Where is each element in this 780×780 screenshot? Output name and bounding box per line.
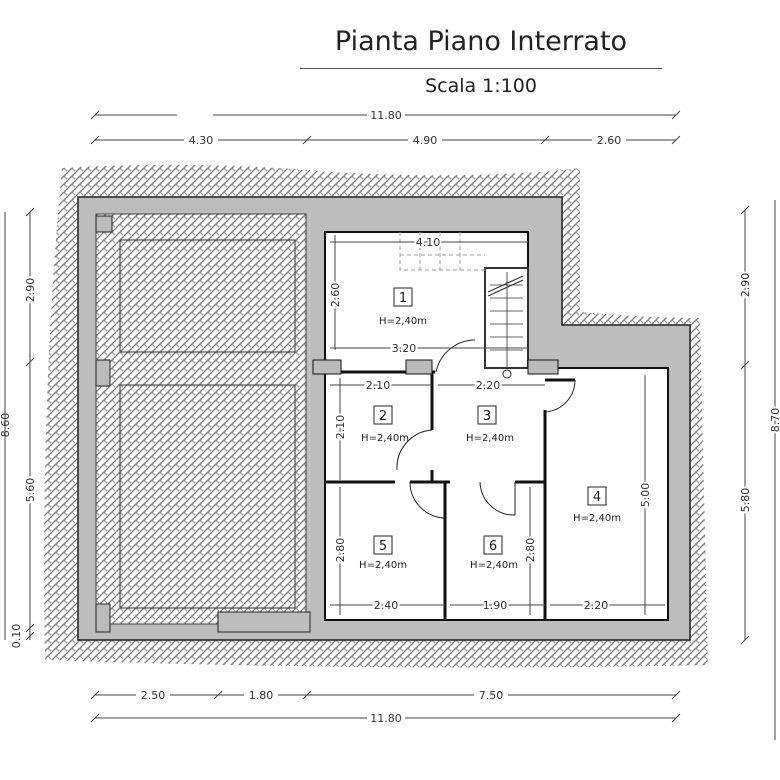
room-number: 1	[399, 291, 407, 306]
upper-stair-outline	[399, 232, 485, 271]
room-number: 5	[379, 539, 387, 554]
room-number: 3	[483, 409, 491, 424]
dim-room4-width: 2.20	[584, 599, 609, 612]
wall-block	[312, 359, 342, 375]
room-height: H=2,40m	[359, 560, 407, 571]
dim-left-seg-1: 2.90	[24, 278, 37, 303]
pillar	[95, 215, 113, 233]
interior-walls	[325, 370, 575, 620]
dim-top-total: 11.80	[370, 109, 402, 122]
bottom-wall-strip	[217, 611, 311, 633]
dim-room3-width: 2.20	[476, 379, 501, 392]
left-slab-upper	[119, 239, 296, 353]
dim-room1-lower: 3.20	[392, 342, 417, 355]
dim-bottom-total: 11.80	[370, 712, 402, 725]
room-label-5: 5 H=2,40m	[359, 535, 407, 571]
dim-room6-width: 1.90	[483, 599, 508, 612]
dim-right-seg-2: 5.80	[739, 488, 752, 513]
staircase	[484, 267, 529, 379]
dim-room5-width: 2.40	[374, 599, 399, 612]
room-label-6: 6 H=2,40m	[470, 535, 518, 571]
room-label-4: 4 H=2,40m	[573, 486, 621, 524]
room-number: 6	[489, 539, 497, 554]
room-number: 2	[379, 409, 387, 424]
dim-bottom-seg-3: 7.50	[479, 689, 504, 702]
pillar	[95, 359, 111, 387]
dim-room4-height: 5.00	[639, 483, 652, 508]
dim-room1-height: 2.60	[329, 283, 342, 308]
title-underline	[300, 68, 662, 69]
dim-bottom-seg-1: 2.50	[141, 689, 166, 702]
dim-top-seg-3: 2.60	[597, 134, 622, 147]
drawing-scale: Scala 1:100	[425, 75, 537, 97]
wall-block	[405, 359, 433, 375]
room-height: H=2,40m	[466, 433, 514, 444]
dim-left-seg-2: 5.60	[24, 478, 37, 503]
dim-right-total: 8.70	[769, 408, 780, 433]
dim-room2-width: 2.10	[366, 379, 391, 392]
dim-bottom-seg-2: 1.80	[249, 689, 274, 702]
room-number: 4	[593, 490, 601, 505]
room-height: H=2,40m	[361, 433, 409, 444]
dim-left-seg-3: 0.10	[10, 624, 23, 649]
dim-room2-height: 2.10	[334, 415, 347, 440]
room-label-3: 3 H=2,40m	[466, 405, 514, 444]
left-slab-lower	[119, 384, 296, 609]
dim-room6-height: 2.80	[524, 538, 537, 563]
drawing-title: Pianta Piano Interrato	[334, 26, 628, 57]
room-height: H=2,40m	[470, 560, 518, 571]
room-height: H=2,40m	[379, 316, 427, 327]
dim-top-seg-1: 4.30	[189, 134, 214, 147]
interior-floor	[324, 231, 669, 621]
pillar	[95, 603, 111, 633]
dim-right-seg-1: 2.90	[739, 273, 752, 298]
wall-block	[527, 359, 559, 375]
dim-top-seg-2: 4.90	[413, 134, 438, 147]
dim-left-total: 8.60	[0, 413, 12, 438]
room-label-2: 2 H=2,40m	[361, 405, 409, 444]
dim-room1-width: 4.10	[416, 236, 441, 249]
dim-room5-height: 2.80	[334, 538, 347, 563]
room-height: H=2,40m	[573, 513, 621, 524]
room-label-1: 1 H=2,40m	[379, 287, 427, 327]
door-swings	[396, 339, 576, 519]
